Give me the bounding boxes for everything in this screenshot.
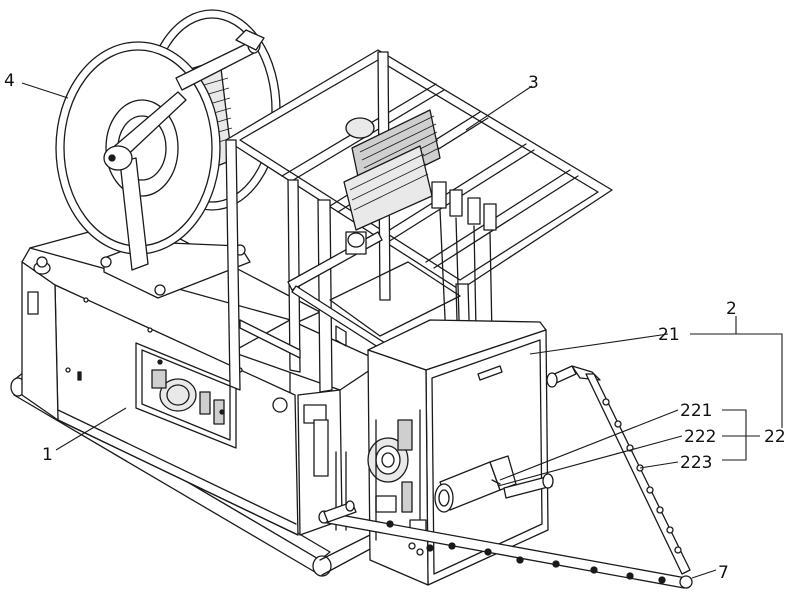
label-4: 4 xyxy=(4,71,15,91)
label-22: 22 xyxy=(764,427,786,447)
label-1: 1 xyxy=(42,445,53,465)
label-222: 222 xyxy=(684,427,716,447)
label-7: 7 xyxy=(718,563,729,583)
label-3: 3 xyxy=(528,73,539,93)
label-221: 221 xyxy=(680,401,712,421)
label-2: 2 xyxy=(726,299,737,319)
label-21: 21 xyxy=(658,325,680,345)
label-223: 223 xyxy=(680,453,712,473)
